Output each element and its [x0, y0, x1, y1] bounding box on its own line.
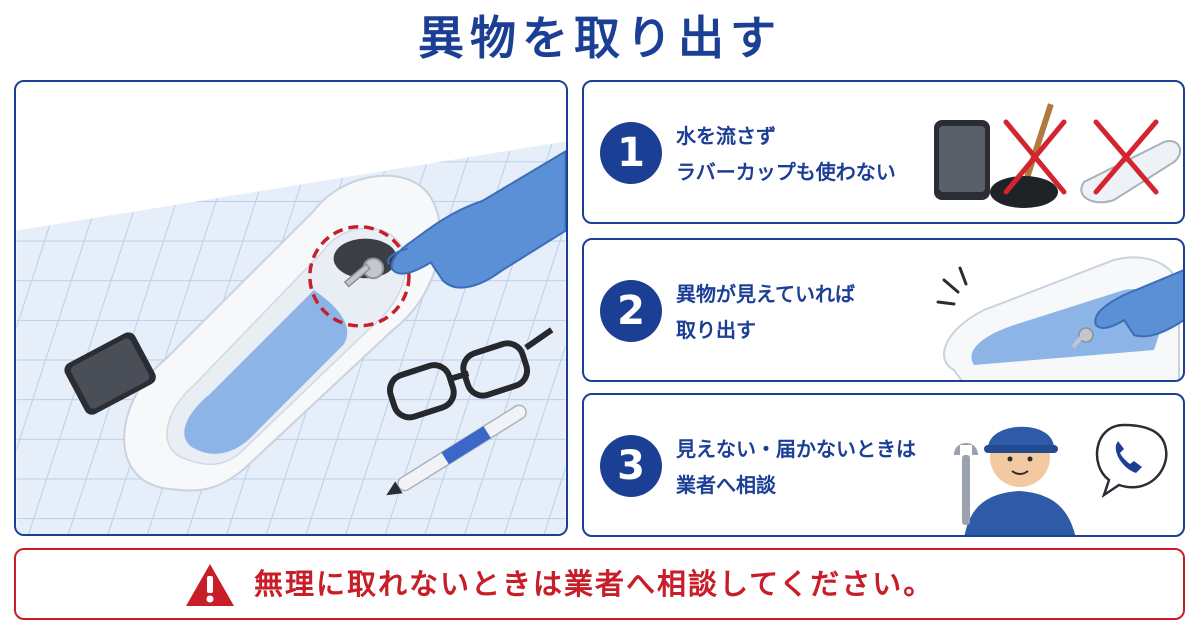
smartphone-icon — [934, 120, 990, 200]
warning-triangle-icon — [186, 564, 234, 606]
step-line-2: ラバーカップも使わない — [676, 160, 896, 184]
sparkle-lines — [936, 266, 968, 306]
do-not-flush-illustration — [934, 103, 1182, 208]
phone-bubble-icon — [1095, 423, 1168, 499]
plumber-icon — [964, 426, 1075, 535]
plumber-illustration — [954, 423, 1168, 535]
step-card-1: 1 水を流さず ラバーカップも使わない — [582, 80, 1185, 224]
pen-icon — [386, 404, 527, 496]
main-illustration — [14, 80, 568, 536]
toilet — [123, 174, 442, 492]
gloved-hand — [1094, 269, 1183, 338]
step-line-1: 水を流さず — [676, 124, 776, 148]
step-card-3: 3 見えない・届かないときは 業者へ相談 — [582, 393, 1185, 537]
cross-mark-icon — [1003, 119, 1067, 195]
step-description: 異物が見えていれば 取り出す — [676, 276, 956, 348]
step-line-2: 業者へ相談 — [676, 473, 776, 497]
glasses-icon — [387, 327, 554, 421]
warning-text: 無理に取れないときは業者へ相談してください。 — [254, 567, 935, 601]
step-line-1: 異物が見えていれば — [676, 282, 855, 306]
step-line-2: 取り出す — [676, 318, 756, 342]
highlight-circle — [308, 224, 411, 328]
cross-mark-icon — [1093, 119, 1159, 195]
step-description: 見えない・届かないときは 業者へ相談 — [676, 431, 956, 503]
warning-banner: 無理に取れないときは業者へ相談してください。 — [14, 548, 1185, 620]
key-icon — [343, 257, 385, 288]
squat-toilet-illustration — [16, 82, 566, 534]
step-line-1: 見えない・届かないときは — [676, 437, 916, 461]
step-number-badge: 3 — [600, 435, 662, 497]
key-icon — [1071, 327, 1094, 349]
step-number-badge: 2 — [600, 280, 662, 342]
step-description: 水を流さず ラバーカップも使わない — [676, 118, 956, 190]
plunger-icon — [990, 103, 1058, 208]
remove-object-illustration — [936, 256, 1183, 380]
page-title: 異物を取り出す — [418, 11, 782, 65]
gloved-hand — [387, 149, 566, 289]
step-card-2: 2 異物が見えていれば 取り出す — [582, 238, 1185, 382]
squat-toilet-icon — [1080, 140, 1182, 204]
wrench-icon — [954, 443, 978, 525]
step-number-badge: 1 — [600, 122, 662, 184]
smartphone-icon — [64, 332, 156, 415]
